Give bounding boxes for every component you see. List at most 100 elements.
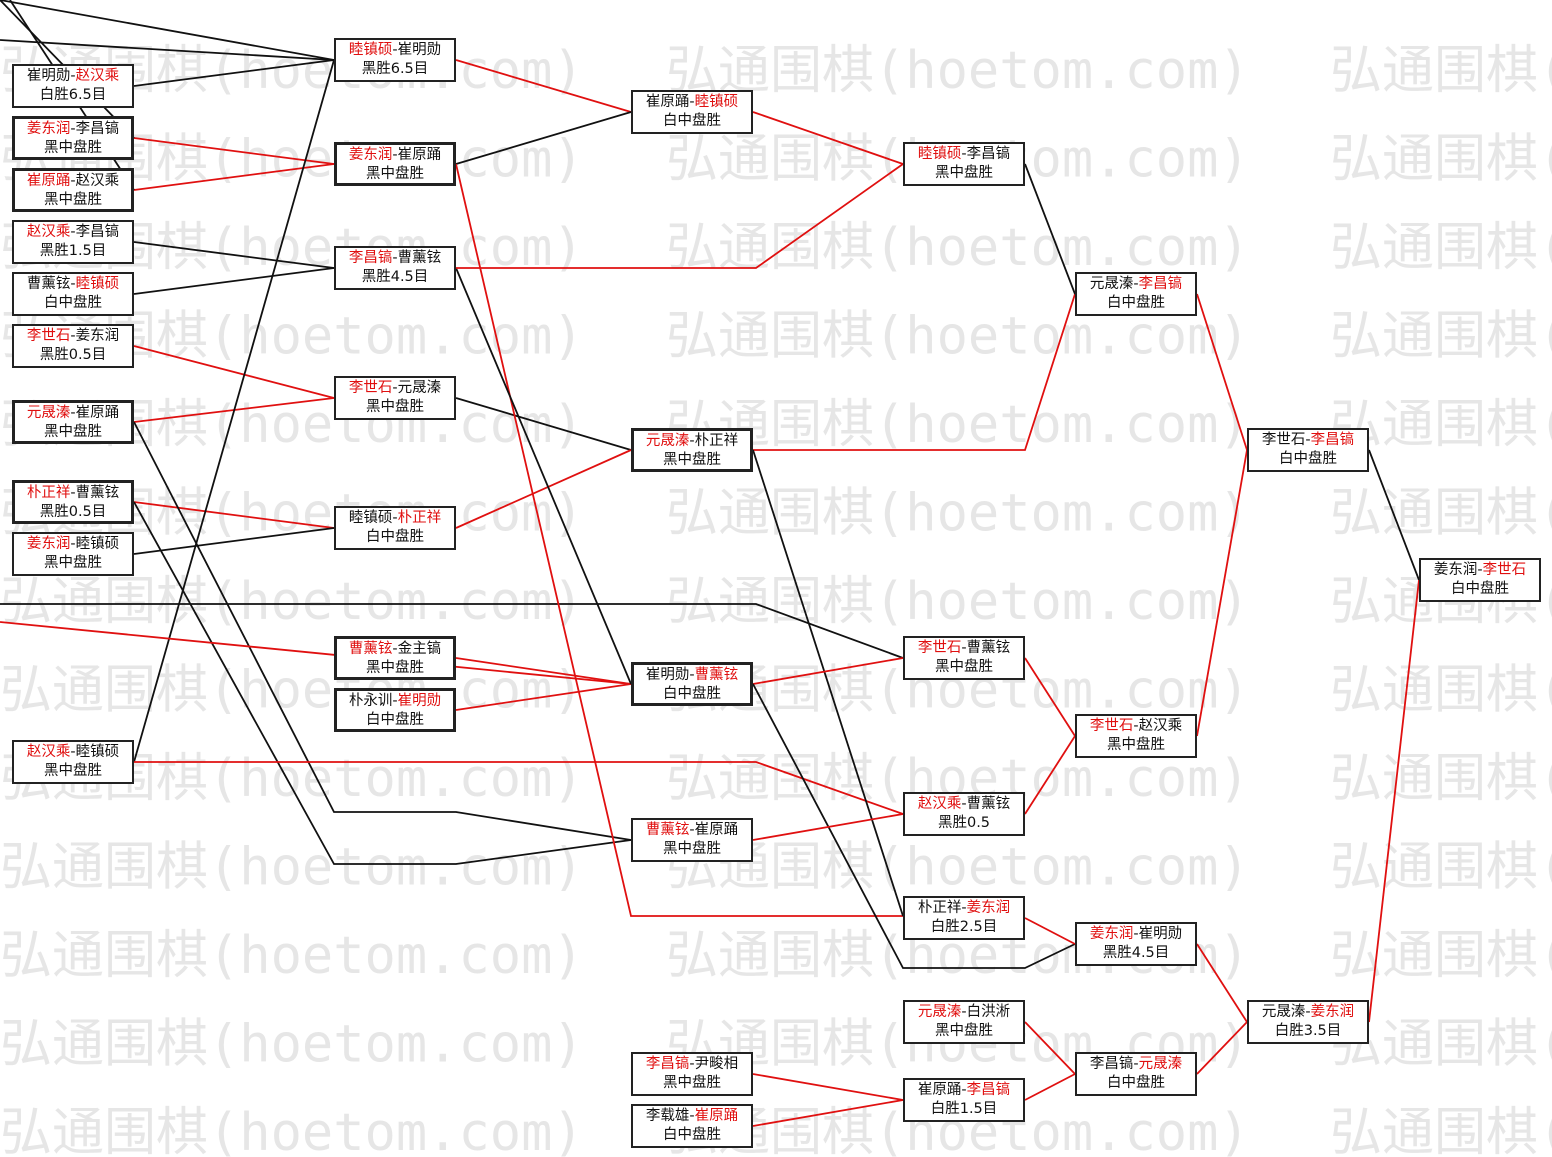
players-separator: - <box>70 68 76 84</box>
players-separator: - <box>1477 562 1483 578</box>
match-box: 元晟溱-李昌镐白中盘胜 <box>1075 272 1197 316</box>
watermark-text: 弘通围棋(hoetom.com) <box>666 484 1250 544</box>
match-box: 崔原踊-赵汉乘黑中盘胜 <box>12 168 134 212</box>
player-black: 睦镇硕 <box>348 510 393 526</box>
watermark-text: 弘通围棋(hoetom.com) <box>1330 130 1552 190</box>
players-separator: - <box>1305 432 1311 448</box>
match-result: 白中盘胜 <box>1107 295 1165 311</box>
match-box: 元晟溱-崔原踊黑中盘胜 <box>12 400 134 444</box>
match-players: 元晟溱-朴正祥 <box>634 432 750 451</box>
watermark-text: 弘通围棋(hoetom.com) <box>666 395 1250 455</box>
match-players: 元晟溱-白洪淅 <box>905 1003 1023 1022</box>
bracket-connector <box>752 1073 904 1101</box>
match-box: 李昌镐-元晟溱白中盘胜 <box>1075 1052 1197 1096</box>
players-separator: - <box>70 224 76 240</box>
match-box: 姜东润-崔明勋黑胜4.5目 <box>1075 922 1197 966</box>
match-result: 黑中盘胜 <box>44 140 102 156</box>
player-black: 元晟溱 <box>917 1004 962 1020</box>
match-result: 黑中盘胜 <box>44 763 102 779</box>
match-result: 白中盘胜 <box>1279 451 1337 467</box>
match-result: 白中盘胜 <box>44 295 102 311</box>
match-players: 睦镇硕-朴正祥 <box>336 509 454 528</box>
players-separator: - <box>70 121 76 137</box>
match-result: 黑中盘胜 <box>1107 737 1165 753</box>
bracket-connector <box>455 397 632 451</box>
player-white: 曹薰铉 <box>397 250 442 266</box>
watermark-text: 弘通围棋(hoetom.com) <box>0 1015 584 1075</box>
players-separator: - <box>70 744 76 760</box>
match-players: 崔明勋-曹薰铉 <box>634 666 750 685</box>
player-white: 姜东润 <box>1310 1004 1355 1020</box>
bracket-connector <box>133 527 335 555</box>
players-separator: - <box>392 147 398 163</box>
bracket-connector <box>455 59 632 113</box>
match-result: 黑中盘胜 <box>366 166 424 182</box>
match-players: 朴永训-崔明勋 <box>337 692 453 711</box>
match-players: 姜东润-李世石 <box>1421 561 1539 580</box>
player-white: 睦镇硕 <box>75 536 120 552</box>
bracket-connector <box>455 449 632 529</box>
player-white: 李昌镐 <box>75 224 120 240</box>
bracket-connector <box>133 267 335 295</box>
match-players: 崔原踊-赵汉乘 <box>15 172 131 191</box>
player-black: 元晟溱 <box>645 433 690 449</box>
player-black: 赵汉乘 <box>26 744 71 760</box>
match-box: 崔明勋-赵汉乘白胜6.5目 <box>12 64 134 108</box>
player-white: 崔原踊 <box>694 822 739 838</box>
players-separator: - <box>689 667 695 683</box>
match-box: 赵汉乘-李昌镐黑胜1.5目 <box>12 220 134 264</box>
watermark-text: 弘通围棋(hoetom.com) <box>666 572 1250 632</box>
players-separator: - <box>1133 1056 1139 1072</box>
players-separator: - <box>392 42 398 58</box>
watermark-text: 弘通围棋(hoetom.com) <box>666 218 1250 278</box>
match-players: 李载雄-崔原踊 <box>633 1107 751 1126</box>
match-players: 姜东润-崔原踊 <box>337 146 453 165</box>
player-black: 崔原踊 <box>917 1082 962 1098</box>
watermark-text: 弘通围棋(hoetom.com) <box>1330 218 1552 278</box>
match-players: 崔明勋-赵汉乘 <box>14 67 132 86</box>
match-result: 白中盘胜 <box>1107 1075 1165 1091</box>
players-separator: - <box>392 693 398 709</box>
match-players: 李世石-赵汉乘 <box>1077 717 1195 736</box>
match-result: 黑中盘胜 <box>44 192 102 208</box>
player-black: 赵汉乘 <box>26 224 71 240</box>
match-box: 李昌镐-曹薰铉黑胜4.5目 <box>334 246 456 290</box>
match-players: 朴正祥-姜东润 <box>905 899 1023 918</box>
bracket-connector <box>753 293 1076 451</box>
player-black: 朴正祥 <box>917 900 962 916</box>
match-result: 黑胜4.5目 <box>1102 945 1170 961</box>
match-result: 白中盘胜 <box>366 712 424 728</box>
match-result: 黑胜0.5目 <box>39 504 107 520</box>
player-white: 曹薰铉 <box>966 640 1011 656</box>
bracket-connector <box>1024 1073 1076 1101</box>
player-white: 金主镐 <box>397 641 442 657</box>
watermark-text: 弘通围棋(hoetom.com) <box>666 41 1250 101</box>
player-black: 崔原踊 <box>26 173 71 189</box>
match-box: 睦镇硕-朴正祥白中盘胜 <box>334 506 456 550</box>
player-black: 李载雄 <box>645 1108 690 1124</box>
bracket-connector <box>1024 917 1076 945</box>
player-black: 元晟溱 <box>1089 276 1134 292</box>
players-separator: - <box>392 250 398 266</box>
match-box: 崔明勋-曹薰铉白中盘胜 <box>631 662 753 706</box>
players-separator: - <box>961 796 967 812</box>
match-result: 白胜2.5目 <box>930 919 998 935</box>
match-box: 李世石-李昌镐白中盘胜 <box>1247 428 1369 472</box>
match-result: 白中盘胜 <box>663 1127 721 1143</box>
bracket-connector <box>752 111 904 165</box>
match-players: 李世石-姜东润 <box>14 327 132 346</box>
bracket-connector <box>0 39 335 61</box>
watermark-text: 弘通围棋(hoetom.com) <box>1330 749 1552 809</box>
watermark-text: 弘通围棋(hoetom.com) <box>1330 484 1552 544</box>
match-box: 元晟溱-朴正祥黑中盘胜 <box>631 428 753 472</box>
match-box: 李世石-赵汉乘黑中盘胜 <box>1075 714 1197 758</box>
bracket-connector <box>0 0 335 61</box>
match-result: 白胜1.5目 <box>930 1101 998 1117</box>
bracket-connector <box>133 59 335 87</box>
match-players: 崔原踊-李昌镐 <box>905 1081 1023 1100</box>
player-white: 元晟溱 <box>1138 1056 1183 1072</box>
match-players: 元晟溱-崔原踊 <box>15 404 131 423</box>
match-result: 黑中盘胜 <box>44 555 102 571</box>
player-black: 曹薰铉 <box>26 276 71 292</box>
match-result: 黑胜0.5目 <box>39 347 107 363</box>
